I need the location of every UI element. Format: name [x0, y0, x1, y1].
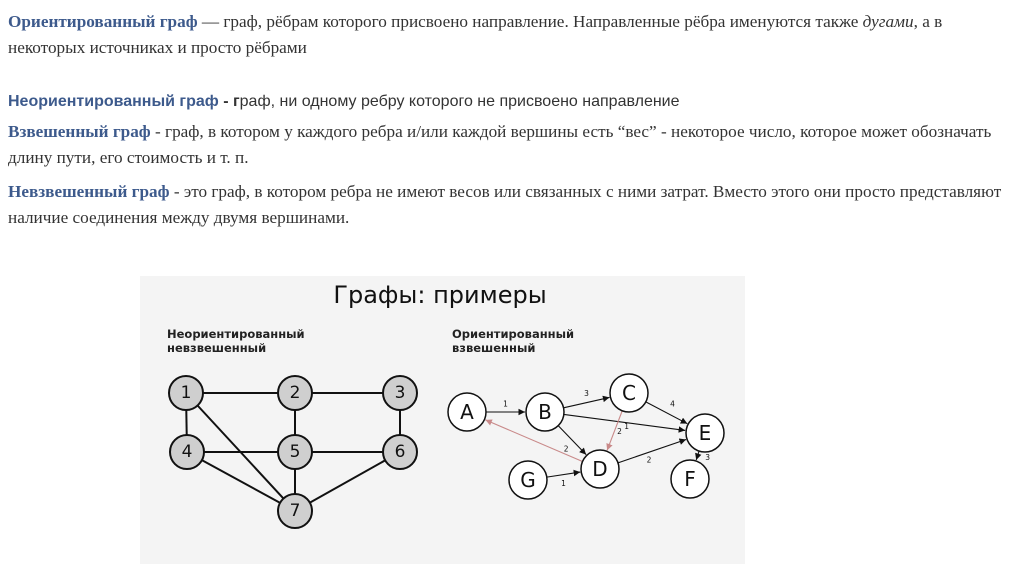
unweighted-text: - это граф, в котором ребра не имеют вес… — [8, 182, 1002, 227]
vertex-D — [580, 449, 620, 489]
weight-E-F: 3 — [705, 453, 710, 462]
vertex-label-E: E — [699, 421, 712, 445]
arc-C-E — [645, 401, 688, 425]
weight-B-C: 3 — [584, 389, 589, 398]
undirected-dash: - г — [218, 93, 240, 110]
undirected-graph-definition: Неориентированный граф - граф, ни одному… — [8, 89, 1014, 115]
vertex-label-F: F — [684, 467, 696, 491]
graph-examples-figure: Графы: примеры Неориентированный невзвеш… — [140, 276, 745, 564]
directed-text-2: , а в некоторых источниках и просто рёбр… — [8, 12, 943, 57]
vertex-C — [609, 373, 649, 413]
edge-4-7 — [186, 451, 296, 512]
node-6 — [382, 434, 418, 470]
weight-B-D: 2 — [564, 445, 569, 454]
node-label-7: 7 — [290, 501, 301, 521]
node-label-4: 4 — [182, 442, 193, 462]
term-undirected-graph: Неориентированный граф — [8, 93, 219, 110]
undirected-text: раф, ни одному ребру которого не присвое… — [239, 93, 680, 110]
node-label-2: 2 — [290, 383, 301, 403]
vertex-E — [685, 413, 725, 453]
node-label-6: 6 — [395, 442, 406, 462]
node-1 — [168, 375, 204, 411]
weighted-graph-definition: Взвешенный граф - граф, в котором у кажд… — [8, 119, 1014, 171]
arc-C-D — [606, 410, 623, 451]
node-2 — [277, 375, 313, 411]
unweighted-graph-definition: Невзвешенный граф - это граф, в котором … — [8, 179, 1014, 231]
arc-B-D — [557, 425, 587, 455]
vertex-label-B: B — [538, 400, 552, 424]
arc-B-E — [563, 413, 686, 433]
node-7 — [277, 493, 313, 529]
weight-B-E: 2 — [617, 427, 622, 436]
vertex-label-A: A — [460, 400, 474, 424]
arc-E-F — [695, 450, 702, 461]
vertex-B — [525, 392, 565, 432]
right-caption-line-1: Ориентированный — [452, 327, 574, 341]
weight-C-D: 1 — [624, 422, 629, 431]
arc-G-D — [546, 469, 581, 478]
weighted-text: - граф, в котором у каждого ребра и/или … — [8, 122, 992, 167]
edge-1-7 — [185, 392, 296, 512]
node-label-1: 1 — [181, 383, 192, 403]
right-caption-line-2: взвешенный — [452, 341, 535, 355]
arc-B-C — [563, 395, 610, 409]
directed-graph-definition: Ориентированный граф — граф, рёбрам кото… — [8, 9, 1014, 61]
vertex-label-D: D — [592, 457, 607, 481]
graph-examples-svg: Графы: примеры Неориентированный невзвеш… — [167, 281, 725, 529]
term-unweighted-graph: Невзвешенный граф — [8, 182, 170, 201]
node-4 — [169, 434, 205, 470]
weight-G-D: 1 — [561, 479, 566, 488]
vertex-G — [508, 460, 548, 500]
weight-C-E: 4 — [670, 399, 675, 408]
vertex-label-C: C — [622, 381, 636, 405]
figure-title: Графы: примеры — [333, 281, 546, 309]
arc-D-E — [617, 438, 687, 464]
vertex-A — [447, 392, 487, 432]
node-label-5: 5 — [290, 442, 301, 462]
vertex-label-G: G — [520, 468, 536, 492]
weight-A-B: 1 — [503, 400, 508, 409]
edge-6-7 — [294, 451, 401, 512]
node-3 — [382, 375, 418, 411]
undirected-graph: 1 2 3 4 5 6 7 — [168, 375, 418, 529]
directed-em-arcs: дугами — [862, 12, 914, 31]
vertex-F — [670, 459, 710, 499]
node-5 — [277, 434, 313, 470]
arc-D-A — [485, 419, 583, 463]
left-caption-line-2: невзвешенный — [167, 341, 266, 355]
directed-text-1: — граф, рёбрам которого присвоено направ… — [197, 12, 863, 31]
node-label-3: 3 — [395, 383, 406, 403]
left-caption-line-1: Неориентированный — [167, 327, 305, 341]
weight-D-E: 2 — [647, 456, 652, 465]
term-directed-graph: Ориентированный граф — [8, 12, 198, 31]
term-weighted-graph: Взвешенный граф — [8, 122, 151, 141]
